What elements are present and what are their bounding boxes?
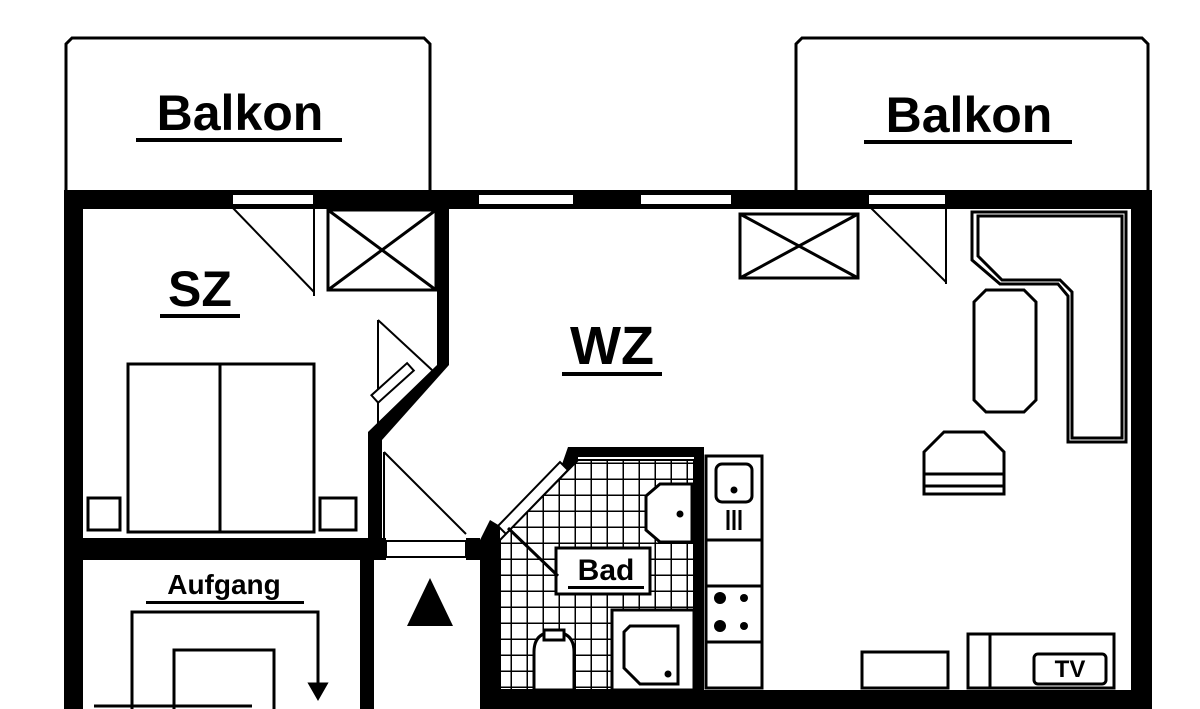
tv-label: TV xyxy=(1055,656,1086,683)
cabinet xyxy=(738,212,860,280)
balcony-left-label: Balkon xyxy=(157,85,324,141)
tv-sideboard xyxy=(860,632,1116,690)
wardrobe xyxy=(326,208,438,292)
windows xyxy=(231,193,947,206)
entrance-arrow-icon xyxy=(407,578,453,626)
stairwell-stairs xyxy=(94,610,329,709)
balcony-right-label: Balkon xyxy=(886,87,1053,143)
bedroom-label: SZ xyxy=(168,261,232,317)
stove-burners xyxy=(714,592,748,632)
double-bed xyxy=(86,362,358,534)
stairwell-label: Aufgang xyxy=(167,569,281,600)
bathroom-label: Bad xyxy=(578,554,635,587)
coffee-table xyxy=(972,288,1038,414)
interior-walls xyxy=(64,205,704,709)
exterior-walls xyxy=(64,190,1152,709)
kitchen-counter xyxy=(704,454,764,690)
living-room-label: WZ xyxy=(570,316,654,376)
armchair xyxy=(922,430,1006,496)
balcony-right xyxy=(794,36,1150,190)
balcony-left xyxy=(64,36,432,190)
corner-sofa xyxy=(970,210,1128,444)
doors xyxy=(231,206,947,558)
